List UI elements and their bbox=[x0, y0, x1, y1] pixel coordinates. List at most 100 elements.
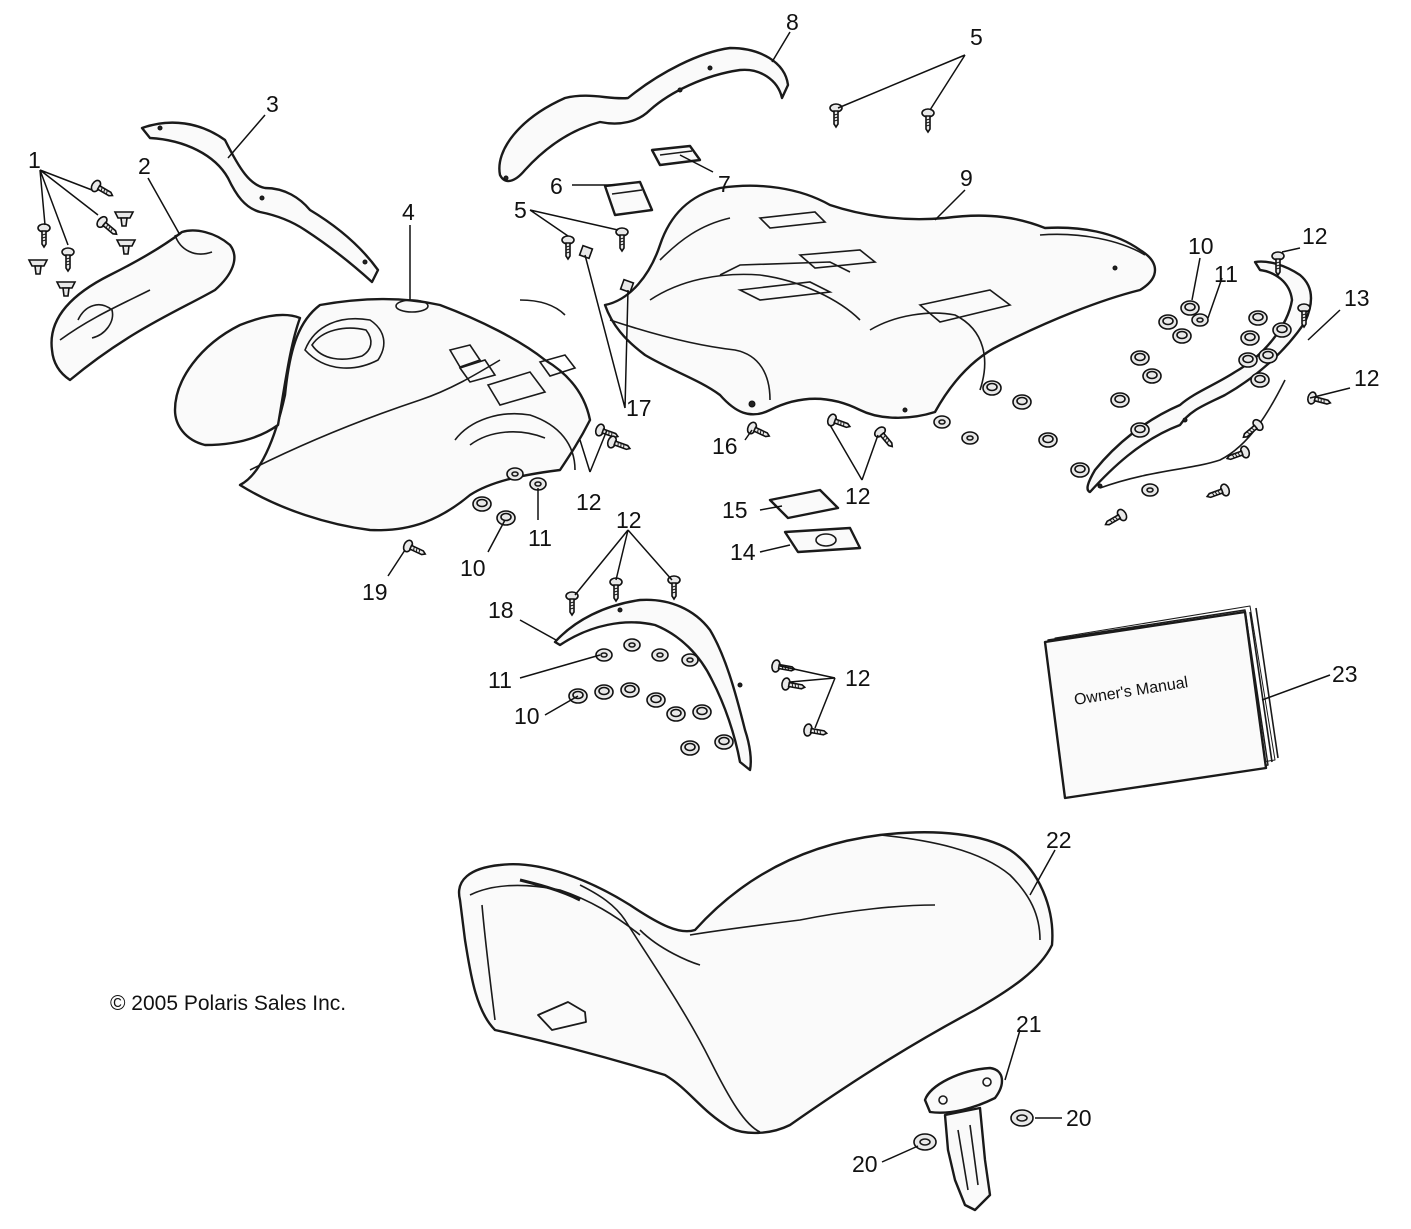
callout-14: 14 bbox=[730, 539, 756, 565]
nut-top bbox=[718, 736, 730, 746]
part-9-rear-fender bbox=[603, 184, 1157, 419]
nut-top bbox=[696, 706, 708, 716]
nut-top bbox=[1242, 354, 1254, 364]
washer-hole bbox=[1146, 487, 1154, 493]
screw bbox=[829, 103, 843, 129]
part-21-seat-latch bbox=[923, 1066, 1004, 1212]
callout-11-lower: 11 bbox=[488, 667, 512, 693]
washer-hole bbox=[686, 657, 694, 663]
push-rivet bbox=[113, 211, 135, 219]
nut-top bbox=[1262, 350, 1274, 360]
screw bbox=[1225, 445, 1251, 461]
push-rivet bbox=[115, 239, 137, 247]
screw bbox=[606, 435, 632, 451]
push-rivet bbox=[27, 259, 49, 267]
callout-18: 18 bbox=[488, 597, 514, 623]
callout-19: 19 bbox=[362, 579, 388, 605]
callout-17: 17 bbox=[626, 395, 652, 421]
callout-7: 7 bbox=[718, 171, 731, 197]
nut-top bbox=[624, 684, 636, 694]
washer bbox=[623, 638, 641, 652]
screw bbox=[615, 227, 629, 253]
nut-top bbox=[1074, 464, 1086, 474]
part-7-bracket bbox=[650, 144, 702, 167]
speed-clip bbox=[619, 278, 635, 294]
nut-top bbox=[650, 694, 662, 704]
callout-3: 3 bbox=[266, 91, 279, 117]
callout-5-top: 5 bbox=[970, 24, 983, 50]
screw bbox=[1297, 303, 1311, 329]
callout-12-center-left: 12 bbox=[576, 489, 602, 515]
push-rivet-pin bbox=[34, 265, 42, 275]
callout-10-right: 10 bbox=[1188, 233, 1214, 259]
washer bbox=[651, 648, 669, 662]
screw bbox=[1307, 391, 1332, 405]
washer-hole bbox=[656, 652, 664, 658]
nut-top bbox=[1146, 370, 1158, 380]
callout-21: 21 bbox=[1016, 1011, 1042, 1037]
callout-10-left: 10 bbox=[460, 555, 486, 581]
nut-top bbox=[1176, 330, 1188, 340]
callout-10-lower: 10 bbox=[514, 703, 540, 729]
nut-top bbox=[1252, 312, 1264, 322]
part-18-side-fender bbox=[553, 598, 752, 772]
callout-8: 8 bbox=[786, 9, 799, 35]
nut-top bbox=[1042, 434, 1054, 444]
part-14-plate bbox=[783, 526, 862, 554]
push-rivet bbox=[55, 281, 77, 289]
screw bbox=[402, 539, 427, 556]
nut-top bbox=[1254, 374, 1266, 384]
copyright-notice: © 2005 Polaris Sales Inc. bbox=[110, 992, 346, 1015]
part-23-owners-manual: Owner's Manual bbox=[1043, 605, 1279, 800]
part-2-front-cover bbox=[50, 229, 236, 382]
screw bbox=[921, 108, 935, 134]
washer-hole bbox=[534, 481, 542, 487]
nut-top bbox=[1016, 396, 1028, 406]
speed-clip bbox=[578, 244, 594, 260]
screw bbox=[803, 723, 829, 737]
screw bbox=[61, 247, 75, 273]
washer bbox=[595, 648, 613, 662]
push-rivet-pin bbox=[122, 245, 130, 255]
washer bbox=[506, 467, 524, 481]
nut-top bbox=[1276, 324, 1288, 334]
callout-16: 16 bbox=[712, 433, 738, 459]
nut-top bbox=[500, 512, 512, 522]
screw bbox=[1104, 508, 1128, 526]
washer bbox=[933, 415, 951, 429]
callout-4: 4 bbox=[402, 199, 415, 225]
washer-hole bbox=[966, 435, 974, 441]
push-rivet-pin bbox=[62, 287, 70, 297]
callout-22: 22 bbox=[1046, 827, 1072, 853]
nut-top bbox=[1114, 394, 1126, 404]
washer-hole bbox=[600, 652, 608, 658]
nut-top bbox=[986, 382, 998, 392]
screw bbox=[1205, 483, 1231, 499]
callout-2: 2 bbox=[138, 153, 151, 179]
washer-hole bbox=[511, 471, 519, 477]
washer bbox=[1141, 483, 1159, 497]
washer-hole bbox=[628, 642, 636, 648]
copyright-text: © 2005 Polaris Sales Inc. bbox=[110, 992, 346, 1015]
callout-20-left: 20 bbox=[852, 1151, 878, 1177]
callout-12-lower-right: 12 bbox=[845, 665, 871, 691]
nut-top bbox=[598, 686, 610, 696]
callout-11-right: 11 bbox=[1214, 261, 1238, 287]
callout-5-mid: 5 bbox=[514, 197, 527, 223]
washer-hole bbox=[1196, 317, 1204, 323]
callout-6: 6 bbox=[550, 173, 563, 199]
callout-12-right-mid: 12 bbox=[1354, 365, 1380, 391]
part-4-front-fender bbox=[173, 297, 592, 532]
screw bbox=[826, 413, 852, 429]
callout-13: 13 bbox=[1344, 285, 1370, 311]
screw bbox=[873, 426, 894, 448]
nut-top bbox=[476, 498, 488, 508]
callout-11-left: 11 bbox=[528, 525, 552, 551]
screw bbox=[746, 421, 771, 438]
nut-top bbox=[1184, 302, 1196, 312]
callout-12-right-top: 12 bbox=[1302, 223, 1328, 249]
nut-top bbox=[1162, 316, 1174, 326]
screw bbox=[667, 575, 681, 601]
